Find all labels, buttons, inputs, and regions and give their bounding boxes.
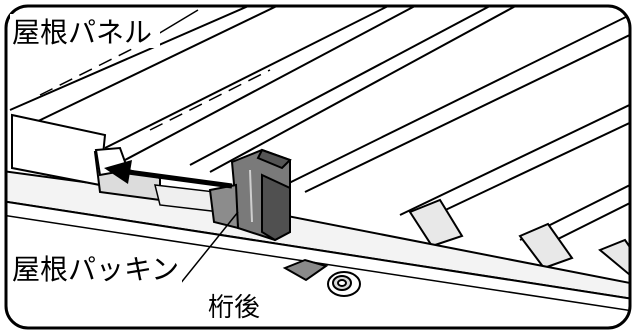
roof-panel-label: 屋根パネル xyxy=(12,16,152,49)
diagram-frame xyxy=(4,4,632,330)
roof-packing-label: 屋根パッキン xyxy=(12,253,179,286)
hex-bolt-icon xyxy=(327,271,361,297)
arrow-left-icon xyxy=(104,160,233,189)
girder-rear-label: 桁後 xyxy=(208,293,260,323)
right-ribs xyxy=(408,198,630,277)
roof-panel-dash-lines xyxy=(39,39,271,131)
latch-plate xyxy=(282,258,329,282)
roof-panel-ribs xyxy=(9,6,630,249)
